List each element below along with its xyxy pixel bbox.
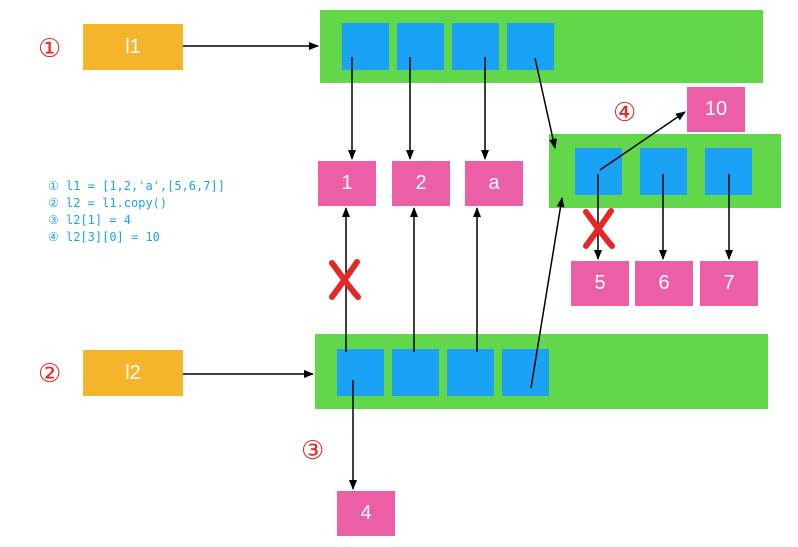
l2-slot-0 [337, 349, 384, 396]
value-2: 2 [392, 161, 450, 206]
l1-slot-1 [397, 23, 444, 70]
l1-slot-2 [452, 23, 499, 70]
cross-mark-icon [583, 208, 615, 249]
code-line-1: ① l1 = [1,2,'a',[5,6,7]] [48, 179, 225, 193]
code-line-3: ③ l2[1] = 4 [48, 213, 132, 227]
cross-mark-icon [329, 259, 361, 300]
value-4: 4 [337, 491, 395, 536]
value-a: a [465, 161, 523, 206]
l1-slot-3 [507, 23, 554, 70]
step-1-marker: ① [38, 34, 62, 64]
l2-slot-2 [447, 349, 494, 396]
value-6: 6 [635, 261, 693, 306]
step-4-marker: ④ [613, 98, 637, 128]
arrow-l1-slot3-to-inner [534, 57, 557, 149]
variable-l1: l1 [83, 24, 183, 70]
value-7: 7 [700, 261, 758, 306]
value-10: 10 [687, 87, 745, 132]
step-2-marker: ② [38, 359, 62, 389]
variable-l2: l2 [83, 350, 183, 396]
arrow-l2-slot3-to-inner [530, 197, 565, 389]
step-3-marker: ③ [301, 436, 325, 466]
l2-slot-1 [392, 349, 439, 396]
code-line-4: ④ l2[3][0] = 10 [48, 230, 160, 244]
l2-slot-3 [502, 349, 549, 396]
code-line-2: ② l2 = l1.copy() [48, 196, 168, 210]
arrow-inner0-to-10 [599, 111, 686, 171]
value-5: 5 [571, 261, 629, 306]
l1-slot-0 [342, 23, 389, 70]
value-1: 1 [318, 161, 376, 206]
